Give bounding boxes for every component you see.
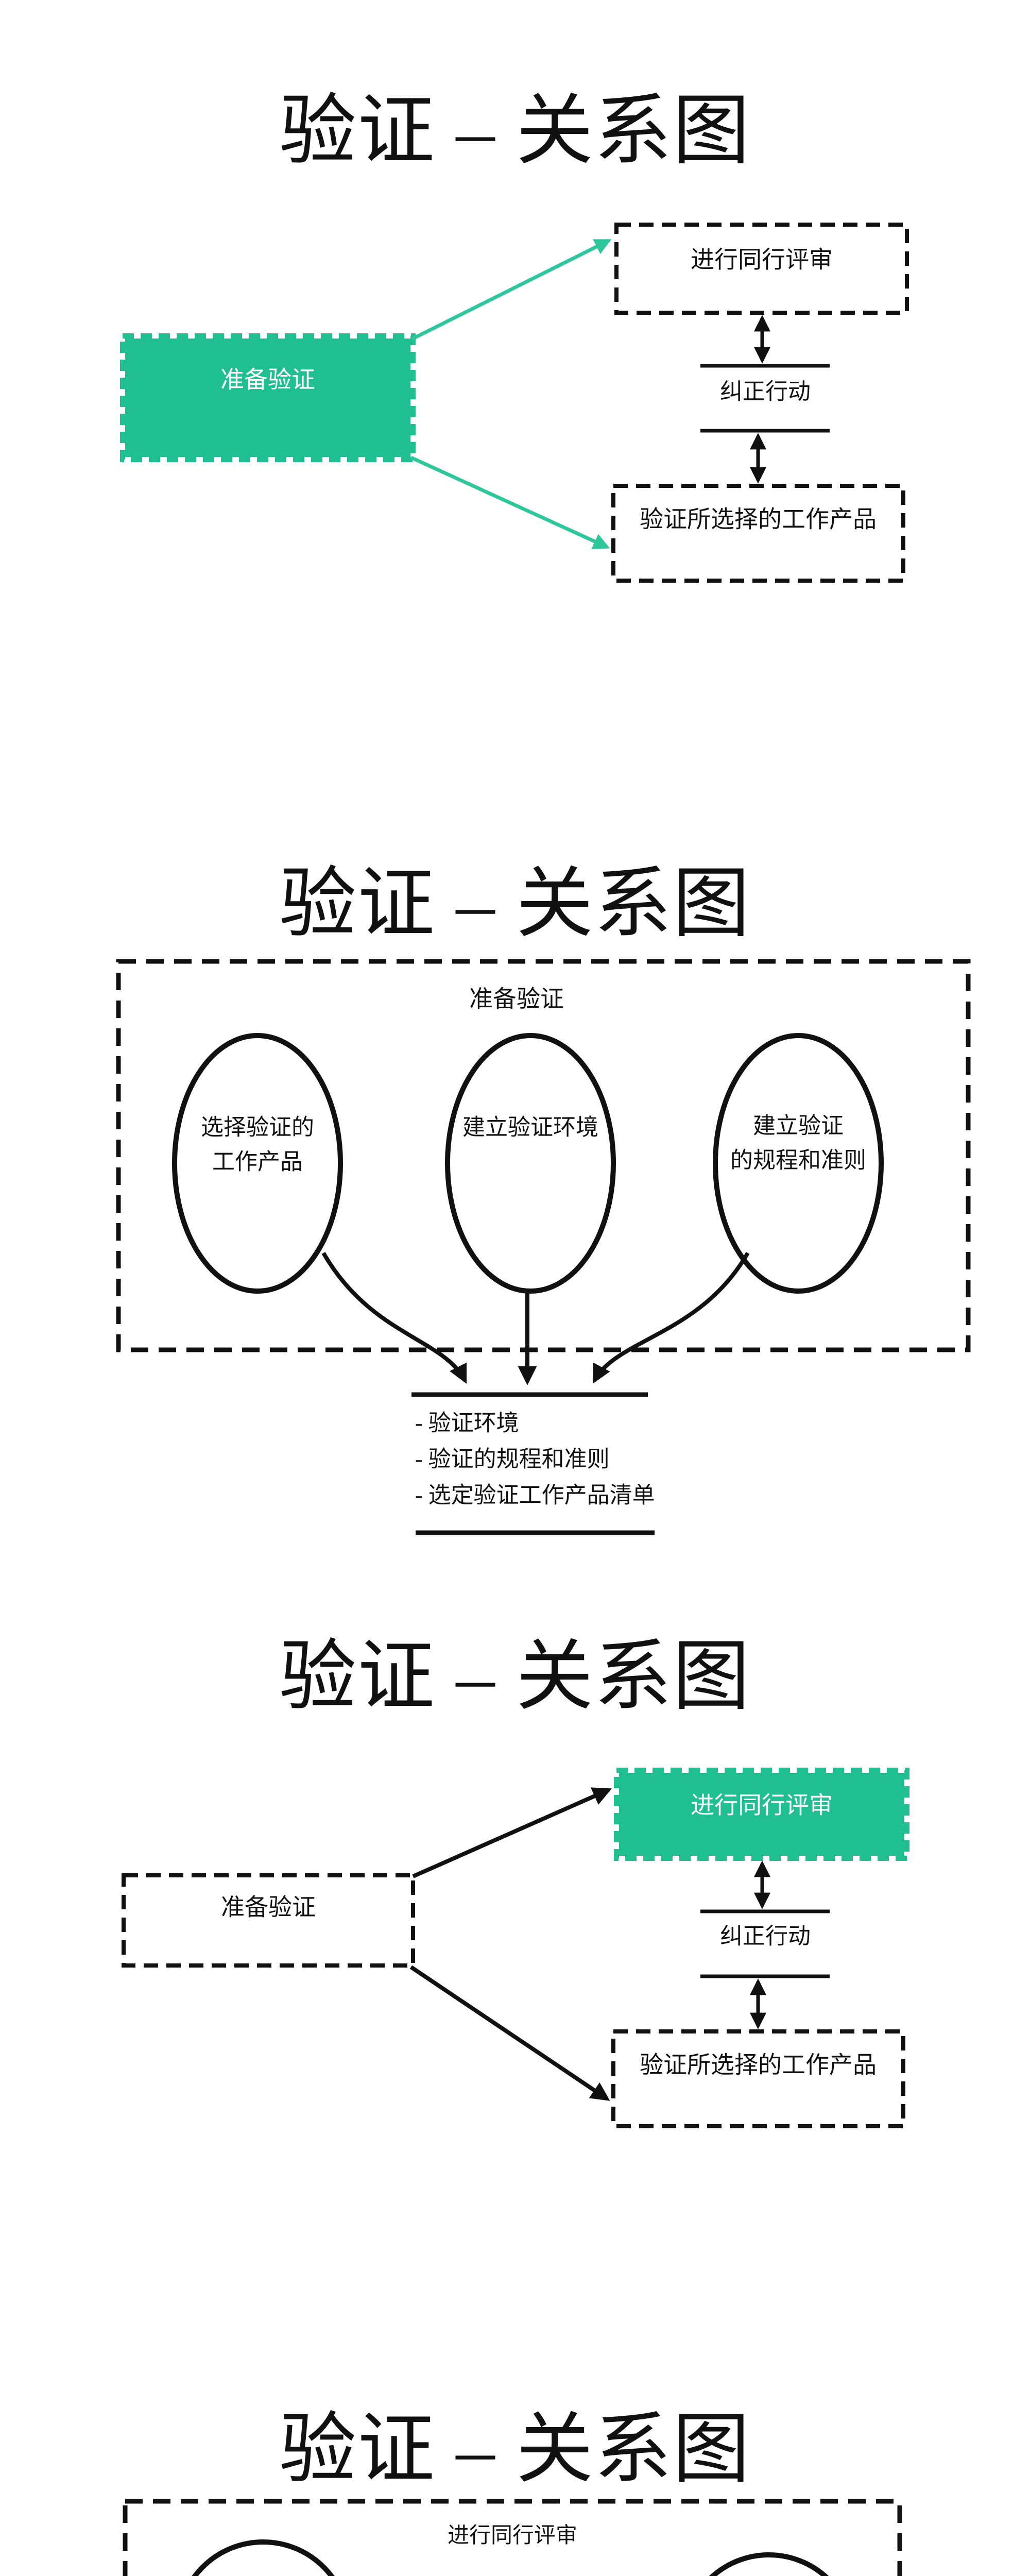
section-3: 验证 – 关系图 进行同行评审 准备验证 纠正行动 验证所选择的工作产品 (122, 1634, 909, 2128)
select-work-products-node: 选择验证的 工作产品 (172, 1033, 343, 1294)
dashed-border (611, 2029, 905, 2128)
select-work-products-label-line2: 工作产品 (212, 1149, 303, 1175)
page-title: 验证 – 关系图 (279, 861, 751, 947)
corrective-action-label: 纠正行动 (720, 379, 811, 404)
establish-verification-environment-node: 建立验证环境 (445, 1033, 616, 1294)
dashed-border (614, 223, 909, 315)
prepare-verification-label: 准备验证 (221, 1894, 316, 1921)
verify-selected-work-products-label: 验证所选择的工作产品 (640, 2052, 877, 2078)
conduct-peer-reviews-label: 进行同行评审 (691, 1792, 833, 1819)
arrow-to-peer-reviews (412, 1787, 612, 1878)
section-1: 验证 – 关系图 准备验证 进行同行评审 纠正行动 验证所选择的工作产品 (120, 89, 909, 583)
output-item: - 选定验证工作产品清单 (415, 1483, 655, 1508)
green-box-fill (125, 338, 410, 457)
green-arrow-to-peer-reviews (411, 239, 612, 341)
section-4: 验证 – 关系图 进行同行评审 准备同行评审 进行同行评审 分析同行 评审数据 … (123, 2407, 902, 2576)
arrow-e3-to-outputs (592, 1252, 750, 1384)
page-title: 验证 – 关系图 (279, 2407, 751, 2493)
prepare-verification-box-green: 准备验证 (120, 333, 416, 462)
corrective-action-store: 纠正行动 (700, 364, 830, 433)
prepare-peer-review-node: 准备同行评审 (192, 2539, 335, 2576)
analyze-peer-review-data-node: 分析同行 评审数据 (709, 2552, 829, 2576)
establish-verification-environment-label: 建立验证环境 (462, 1115, 598, 1140)
page-title: 验证 – 关系图 (279, 1634, 751, 1720)
output-item: - 验证环境 (415, 1411, 519, 1436)
prepare-verification-label: 准备验证 (220, 367, 315, 393)
conduct-peer-reviews-container-label: 进行同行评审 (448, 2523, 577, 2548)
conduct-peer-reviews-box-green: 进行同行评审 (614, 1768, 909, 1861)
green-box-fill (619, 1773, 904, 1856)
prepare-verification-container (116, 959, 971, 1352)
prepare-verification-box: 准备验证 (122, 1873, 415, 1968)
arrow-e1-to-outputs (321, 1252, 467, 1384)
verify-selected-work-products-box: 验证所选择的工作产品 (611, 484, 905, 583)
section-2: 验证 – 关系图 准备验证 选择验证的 工作产品 建立验证环境 建立验证 的规程… (116, 861, 971, 1535)
outputs-store: - 验证环境 - 验证的规程和准则 - 选定验证工作产品清单 (411, 1392, 655, 1535)
green-dashed-border (120, 333, 416, 462)
verify-selected-work-products-box: 验证所选择的工作产品 (611, 2029, 905, 2128)
dashed-border (122, 1873, 415, 1968)
establish-procedures-criteria-node: 建立验证 的规程和准则 (713, 1033, 884, 1294)
dashed-border (611, 484, 905, 583)
arrow-to-verify-products (409, 1965, 610, 2101)
page-title: 验证 – 关系图 (279, 89, 751, 174)
establish-procedures-criteria-label-line2: 的规程和准则 (730, 1148, 866, 1173)
conduct-peer-reviews-box: 进行同行评审 (614, 223, 909, 315)
output-item: - 验证的规程和准则 (415, 1447, 610, 1472)
ellipse (445, 1033, 616, 1294)
corrective-action-label: 纠正行动 (720, 1924, 811, 1949)
establish-procedures-criteria-label-line1: 建立验证 (753, 1113, 844, 1139)
circle (192, 2539, 335, 2576)
ellipse (713, 1033, 884, 1294)
ellipse (172, 1033, 343, 1294)
verify-selected-work-products-label: 验证所选择的工作产品 (640, 506, 877, 533)
green-dashed-border (614, 1768, 909, 1861)
circle (709, 2552, 829, 2576)
conduct-peer-reviews-label: 进行同行评审 (691, 247, 833, 273)
green-arrow-to-verify-products (410, 455, 610, 549)
select-work-products-label-line1: 选择验证的 (201, 1115, 314, 1140)
prepare-verification-container-label: 准备验证 (469, 986, 564, 1012)
corrective-action-store: 纠正行动 (700, 1909, 830, 1978)
